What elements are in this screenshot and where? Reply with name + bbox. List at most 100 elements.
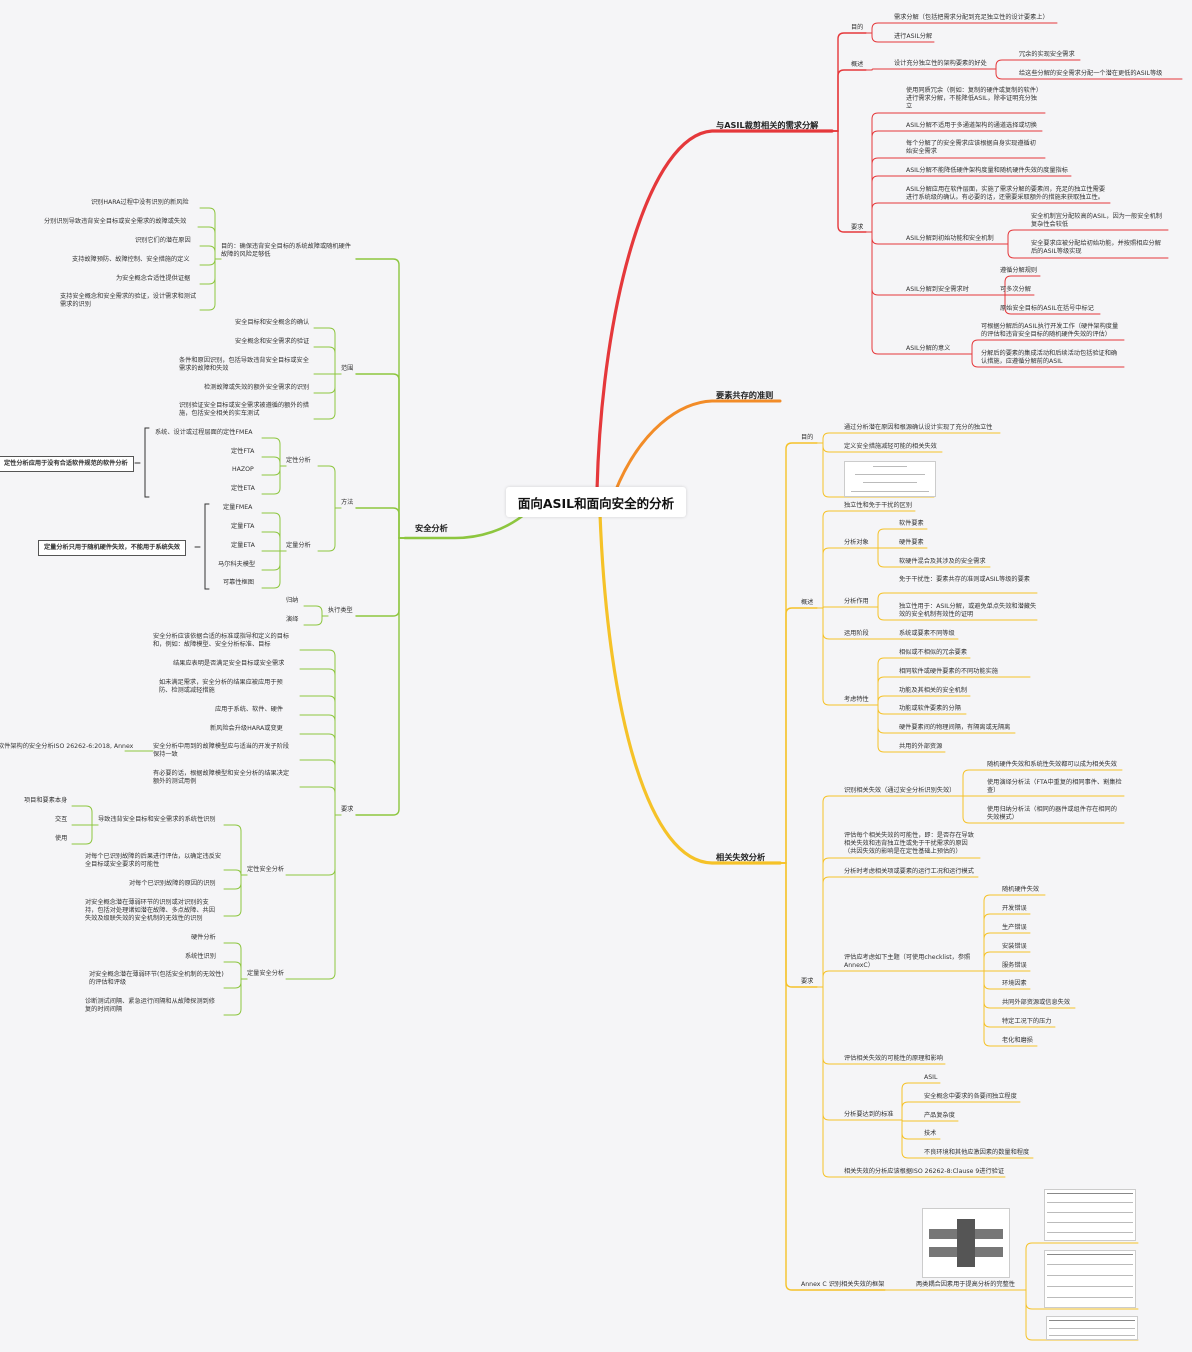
quantitative-item[interactable]: 定量FTA bbox=[231, 523, 255, 530]
asil-purpose-item[interactable]: 进行ASIL分解 bbox=[894, 33, 933, 40]
dfa-effect-sub[interactable]: 独立性用于：ASIL分解，或避免单点失效和潜藏失效的安全机制有效性的证明 bbox=[899, 603, 1037, 619]
dfa-overview[interactable]: 概述 bbox=[801, 599, 814, 606]
dfa-objects-sub[interactable]: 软件要素 bbox=[899, 520, 924, 527]
dfa-topics-sub[interactable]: 老化和磨损 bbox=[1002, 1037, 1033, 1044]
asil-req-safety-sub[interactable]: 可多次分解 bbox=[1000, 286, 1031, 293]
sa-scope[interactable]: 范围 bbox=[341, 365, 354, 372]
dfa-topics-sub[interactable]: 生产错误 bbox=[1002, 924, 1027, 931]
sa-purpose-sub[interactable]: 分别识别导致违背安全目标或安全需求的故障或失效 bbox=[44, 218, 187, 225]
asil-req-init-sub[interactable]: 安全机制宜分配较高的ASIL，因为一般安全机制复杂性会较低 bbox=[1031, 213, 1162, 229]
dfa-topics-sub[interactable]: 服务错误 bbox=[1002, 962, 1027, 969]
dfa-effect[interactable]: 分析作用 bbox=[844, 598, 869, 605]
quant-item[interactable]: 硬件分析 bbox=[191, 934, 216, 941]
dfa-topics-sub[interactable]: 环境因素 bbox=[1002, 980, 1027, 987]
qual-system-sub[interactable]: 交互 bbox=[55, 816, 68, 823]
sa-scope-sub[interactable]: 识别验证安全目标或安全需求被遵循的额外的措施，包括安全相关的实车测试 bbox=[179, 402, 309, 418]
dfa-evaluate[interactable]: 评估每个相关失效的可能性，即：是否存在导致相关失效和违背独立性或免于干扰需求的原… bbox=[844, 832, 974, 856]
qualitative-item[interactable]: HAZOP bbox=[232, 466, 254, 473]
dfa-purpose[interactable]: 目的 bbox=[801, 434, 814, 441]
asil-req-item[interactable]: 使用同质冗余（例如：复制的硬件或复制的软件）进行需求分解，不能降低ASIL，除非… bbox=[906, 87, 1040, 111]
dfa-topics-sub[interactable]: 共同外部资源或信息失效 bbox=[1002, 999, 1071, 1006]
topic-safety-analysis[interactable]: 安全分析 bbox=[415, 523, 448, 533]
sa-method-qualitative[interactable]: 定性分析 bbox=[286, 457, 311, 464]
asil-req-meaning-sub[interactable]: 可根据分解后的ASIL执行开发工作（硬件架构度量的评估和违背安全目标的随机硬件失… bbox=[981, 323, 1119, 339]
asil-req-item[interactable]: 每个分解了的安全需求应该根据自身实现遵循初始安全需求 bbox=[906, 140, 1036, 156]
quantitative-item[interactable]: 马尔科夫模型 bbox=[218, 561, 256, 568]
sa-req-item[interactable]: 如未满足需求，安全分析的结果应被应用于预防、检测或减轻措施 bbox=[159, 679, 283, 695]
dfa-factors-sub[interactable]: 硬件要素间的物理间隔，有隔离或无隔离 bbox=[899, 724, 1011, 731]
qualitative-note[interactable]: 定性分析应用于没有合适软件规范的软件分析 bbox=[0, 456, 134, 473]
sa-method[interactable]: 方法 bbox=[341, 499, 354, 506]
asil-req-init-sub[interactable]: 安全要求应被分配给初始功能，并按照相应分解后的ASIL等级实现 bbox=[1031, 240, 1161, 256]
sa-req-item[interactable]: 安全分析应该依据合适的标准或指导和定义的目标和，例如：故障模型、安全分析标准、目… bbox=[153, 633, 290, 649]
asil-overview-sub[interactable]: 给这些分解的安全需求分配一个潜在更低的ASIL等级 bbox=[1019, 70, 1163, 77]
root-topic[interactable]: 面向ASIL和面向安全的分析 bbox=[506, 487, 686, 517]
sa-purpose-sub[interactable]: 识别它们的潜在原因 bbox=[135, 237, 191, 244]
dfa-identify-sub[interactable]: 随机硬件失效和系统性失效都可以成为相关失效 bbox=[987, 761, 1117, 768]
qual-item[interactable]: 对安全概念潜在薄弱环节的识别或对识别的支持，包括对处理诸如潜在故障、多点故障、共… bbox=[85, 899, 215, 923]
dfa-topics-sub[interactable]: 特定工况下的压力 bbox=[1002, 1018, 1052, 1025]
qual-system[interactable]: 导致违背安全目标和安全需求的系统性识别 bbox=[98, 816, 216, 823]
dfa-verify[interactable]: 相关失效的分析应该根据ISO 26262-8:Clause 9进行验证 bbox=[844, 1168, 1005, 1175]
sa-method-quantitative[interactable]: 定量分析 bbox=[286, 542, 311, 549]
dfa-factors-sub[interactable]: 功能及其相关的安全机制 bbox=[899, 687, 968, 694]
quant-item[interactable]: 对安全概念潜在薄弱环节(包括安全机制的无效性)的评估和评级 bbox=[89, 971, 224, 987]
dfa-factors[interactable]: 考虑特性 bbox=[844, 696, 869, 703]
dfa-effect-sub[interactable]: 免于干扰性：要素共存的准则或ASIL等级的要素 bbox=[899, 576, 1030, 583]
asil-requirements[interactable]: 要求 bbox=[851, 224, 864, 231]
qual-system-sub[interactable]: 使用 bbox=[55, 835, 68, 842]
sa-req-item[interactable]: 应用于系统、软件、硬件 bbox=[215, 706, 284, 713]
sa-purpose-sub[interactable]: 支持故障预防、故障控制、安全措施的定义 bbox=[72, 256, 190, 263]
asil-req-meaning[interactable]: ASIL分解的意义 bbox=[906, 345, 951, 352]
asil-purpose-item[interactable]: 需求分解（包括把需求分配到充足独立性的设计要素上） bbox=[894, 14, 1049, 21]
sa-req-item[interactable]: 有必要的话，根据故障模型和安全分析的结果决定额外的测试用例 bbox=[153, 770, 290, 786]
asil-req-safety-sub[interactable]: 遵循分解规则 bbox=[1000, 267, 1038, 274]
sa-purpose[interactable]: 目的：确保违背安全目标的系统故障或随机硬件故障的风险足够低 bbox=[221, 243, 351, 259]
sa-scope-sub[interactable]: 安全概念和安全需求的验证 bbox=[235, 338, 310, 345]
asil-purpose[interactable]: 目的 bbox=[851, 24, 864, 31]
sa-purpose-sub[interactable]: 为安全概念合适性提供证据 bbox=[116, 275, 191, 282]
annex-sub[interactable]: 两类耦合因素用于提高分析的完整性 bbox=[916, 1281, 1015, 1288]
dfa-criteria-sub[interactable]: 产品复杂度 bbox=[924, 1112, 955, 1119]
sa-scope-sub[interactable]: 检测故障或失效的额外安全需求的识别 bbox=[204, 384, 310, 391]
dfa-factors-sub[interactable]: 共用的外部资源 bbox=[899, 743, 943, 750]
asil-overview[interactable]: 概述 bbox=[851, 61, 864, 68]
sa-req-arch-note[interactable]: 软件架构的安全分析ISO 26262-6:2018, Annex bbox=[0, 743, 134, 750]
asil-req-init[interactable]: ASIL分解到初始功能和安全机制 bbox=[906, 235, 994, 242]
dfa-criteria-sub[interactable]: 安全概念中要求的各要间独立程度 bbox=[924, 1093, 1017, 1100]
dfa-identify[interactable]: 识别相关失效（通过安全分析识别失效） bbox=[844, 787, 956, 794]
qualitative-item[interactable]: 系统、设计或过程层面的定性FMEA bbox=[155, 429, 253, 436]
dfa-objects-sub[interactable]: 软硬件混合及其涉及的安全需求 bbox=[899, 558, 986, 565]
topic-asil-decomposition[interactable]: 与ASIL裁剪相关的需求分解 bbox=[716, 120, 819, 130]
dfa-topics-sub[interactable]: 安装错误 bbox=[1002, 943, 1027, 950]
quantitative-item[interactable]: 定量FMEA bbox=[223, 504, 253, 511]
asil-req-item[interactable]: ASIL分解应用在软件层面，实施了需求分解的要素间，充足的独立性需要进行系统级的… bbox=[906, 186, 1106, 202]
dfa-identify-sub[interactable]: 使用演绎分析法（FTA中重复的相同事件、割集检查） bbox=[987, 779, 1122, 795]
sa-scope-sub[interactable]: 条件和原因识别，包括导致违背安全目标或安全需求的故障和失效 bbox=[179, 357, 309, 373]
dfa-scenario[interactable]: 分析时考虑相关项或要素的运行工况和运行模式 bbox=[844, 868, 974, 875]
asil-req-meaning-sub[interactable]: 分解后的要素的集成活动和后续活动包括验证和确认措施，应遵循分解前的ASIL bbox=[981, 350, 1118, 366]
qualitative-item[interactable]: 定性FTA bbox=[231, 448, 255, 455]
dfa-topics-sub[interactable]: 随机硬件失效 bbox=[1002, 886, 1040, 893]
dfa-factors-sub[interactable]: 功能或软件要素的分隔 bbox=[899, 705, 961, 712]
quant-item[interactable]: 诊断测试间隔、紧急运行间隔和从故障探测到修复的时间间隔 bbox=[85, 998, 215, 1014]
sa-scope-sub[interactable]: 安全目标和安全概念的确认 bbox=[235, 319, 310, 326]
quantitative-item[interactable]: 可靠性框图 bbox=[223, 579, 254, 586]
sa-purpose-sub[interactable]: 支持安全概念和安全需求的验证，设计需求和测试需求的识别 bbox=[60, 293, 197, 309]
dfa-topics-sub[interactable]: 开发错误 bbox=[1002, 905, 1027, 912]
dfa-topics[interactable]: 评估应考虑如下主题（可使用checklist，参照AnnexC） bbox=[844, 954, 971, 970]
dfa-factors-sub[interactable]: 相似或不相似的冗余要素 bbox=[899, 649, 968, 656]
sa-req-item[interactable]: 安全分析中用到的故障模型应与适当的开发子阶段保持一致 bbox=[153, 743, 290, 759]
qual-system-sub[interactable]: 项目和要素本身 bbox=[24, 797, 68, 804]
dfa-purpose-item[interactable]: 通过分析潜在原因和根源确认设计实现了充分的独立性 bbox=[844, 424, 993, 431]
dfa-phase[interactable]: 运用阶段 bbox=[844, 630, 869, 637]
quantitative-note[interactable]: 定量分析只用于随机硬件失效，不能用于系统失效 bbox=[38, 540, 187, 557]
qual-item[interactable]: 对每个已识别故障的后果进行评估，以确定违反安全目标或安全要求的可能性 bbox=[85, 853, 222, 869]
asil-req-safety-sub[interactable]: 原始安全目标的ASIL在括号中标记 bbox=[1000, 305, 1094, 312]
dfa-objects[interactable]: 分析对象 bbox=[844, 539, 869, 546]
dfa-criteria-sub[interactable]: 不良环境和其他应激因素的数量和程度 bbox=[924, 1149, 1030, 1156]
asil-overview-sub[interactable]: 冗余的实现安全需求 bbox=[1019, 51, 1075, 58]
dfa-requirements[interactable]: 要求 bbox=[801, 978, 814, 985]
topic-coexistence[interactable]: 要素共存的准则 bbox=[716, 390, 774, 400]
dfa-purpose-item[interactable]: 定义安全措施减轻可能的相关失效 bbox=[844, 443, 937, 450]
